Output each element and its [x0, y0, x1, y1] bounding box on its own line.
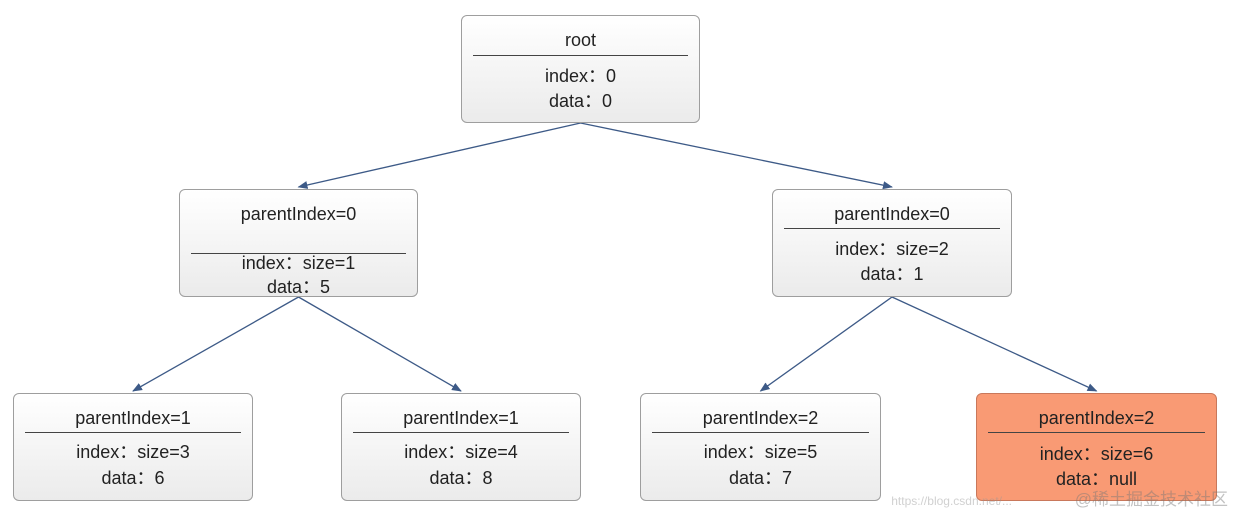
node-title: parentIndex=0 — [834, 204, 950, 224]
node-size-3: parentIndex=1 index：size=3 data：6 — [13, 393, 253, 501]
node-title: parentIndex=1 — [75, 408, 191, 428]
node-index: index：size=4 — [404, 442, 518, 462]
node-divider — [473, 55, 688, 56]
node-data: data：6 — [101, 468, 165, 488]
node-title: parentIndex=1 — [403, 408, 519, 428]
node-size-5: parentIndex=2 index：size=5 data：7 — [640, 393, 881, 501]
node-divider — [652, 432, 869, 433]
node-data: data：0 — [548, 91, 613, 111]
node-index: index：size=3 — [76, 442, 190, 462]
node-title: parentIndex=2 — [702, 408, 819, 428]
node-divider — [191, 253, 406, 254]
node-parentindex-0-left: parentIndex=0 index：size=1 data：5 — [179, 189, 418, 297]
node-index: index：size=5 — [703, 442, 818, 462]
node-divider — [353, 432, 569, 433]
edge-n1-to-n4 — [298, 296, 462, 392]
node-size-6-highlighted: parentIndex=2 index：size=6 data：null — [976, 393, 1217, 501]
watermark: @稀土掘金技术社区 — [1074, 490, 1228, 509]
node-index: index：0 — [544, 66, 617, 86]
edge-group — [132, 122, 1098, 392]
edge-root-to-n2 — [580, 122, 893, 190]
node-index: index：size=1 — [241, 253, 356, 273]
node-title: root — [564, 30, 597, 50]
node-divider — [784, 228, 1000, 229]
node-title: parentIndex=2 — [1038, 408, 1155, 428]
edge-root-to-n1 — [297, 122, 581, 189]
node-index: index：size=6 — [1039, 444, 1154, 464]
node-parentindex-0-right: parentIndex=0 index：size=2 data：1 — [772, 189, 1012, 297]
node-data: data：1 — [860, 264, 924, 284]
node-data: data：5 — [266, 277, 331, 297]
edge-n2-to-n5 — [759, 296, 893, 392]
edge-n2-to-n6 — [891, 296, 1098, 392]
node-data: data：7 — [728, 468, 793, 488]
node-index: index：size=2 — [835, 239, 949, 259]
node-root: root index：0 data：0 — [461, 15, 700, 123]
node-divider — [25, 432, 241, 433]
watermark-url: https://blog.csdn.net/... — [891, 494, 1012, 508]
edge-n1-to-n3 — [132, 296, 299, 392]
node-size-4: parentIndex=1 index：size=4 data：8 — [341, 393, 581, 501]
node-divider — [988, 432, 1205, 433]
node-data: data：null — [1055, 469, 1138, 489]
node-title: parentIndex=0 — [240, 204, 357, 224]
node-data: data：8 — [429, 468, 493, 488]
